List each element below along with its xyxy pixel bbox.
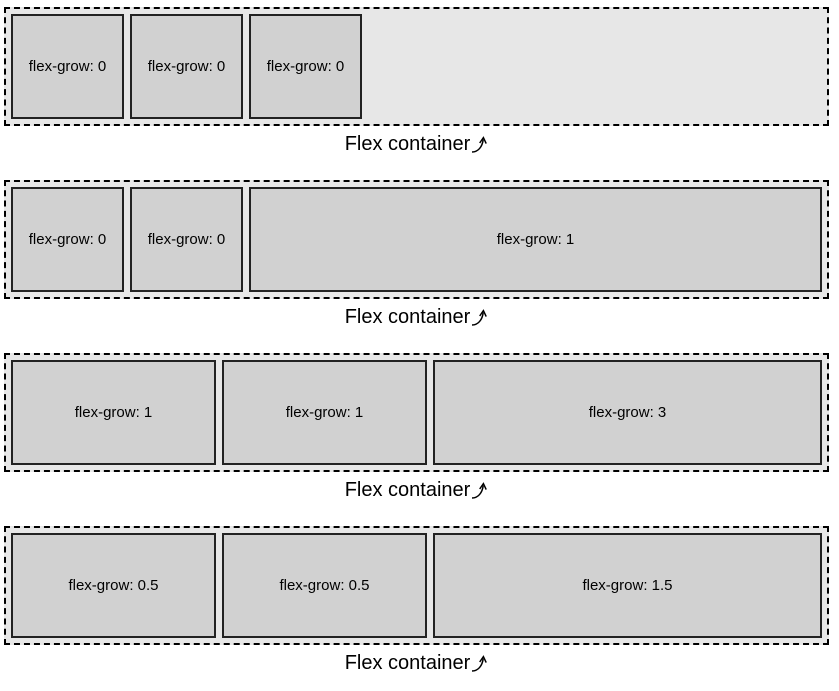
flex-item: flex-grow: 0 [130, 14, 243, 119]
flex-container-caption-label: Flex container [344, 652, 471, 674]
curved-up-right-arrow-icon [471, 308, 488, 327]
curved-up-right-arrow-icon [471, 135, 488, 154]
flex-item: flex-grow: 0 [11, 187, 124, 292]
flex-container-caption: Flex container [4, 645, 829, 691]
flex-item: flex-grow: 1 [11, 360, 216, 465]
curved-up-right-arrow-icon [471, 654, 488, 673]
flex-container-caption: Flex container [4, 472, 829, 526]
flex-container-caption: Flex container [4, 126, 829, 180]
flex-item: flex-grow: 0 [249, 14, 362, 119]
flex-item: flex-grow: 0 [130, 187, 243, 292]
flex-container-caption: Flex container [4, 299, 829, 353]
flex-item: flex-grow: 0.5 [222, 533, 427, 638]
curved-up-right-arrow-icon [471, 481, 488, 500]
flex-container-caption-label: Flex container [344, 479, 471, 501]
flex-item: flex-grow: 1.5 [433, 533, 822, 638]
flex-container-caption-label: Flex container [344, 133, 471, 155]
flex-item: flex-grow: 1 [249, 187, 822, 292]
flex-item: flex-grow: 1 [222, 360, 427, 465]
flex-item: flex-grow: 3 [433, 360, 822, 465]
flex-item: flex-grow: 0.5 [11, 533, 216, 638]
flex-item: flex-grow: 0 [11, 14, 124, 119]
flex-container-caption-label: Flex container [344, 306, 471, 328]
